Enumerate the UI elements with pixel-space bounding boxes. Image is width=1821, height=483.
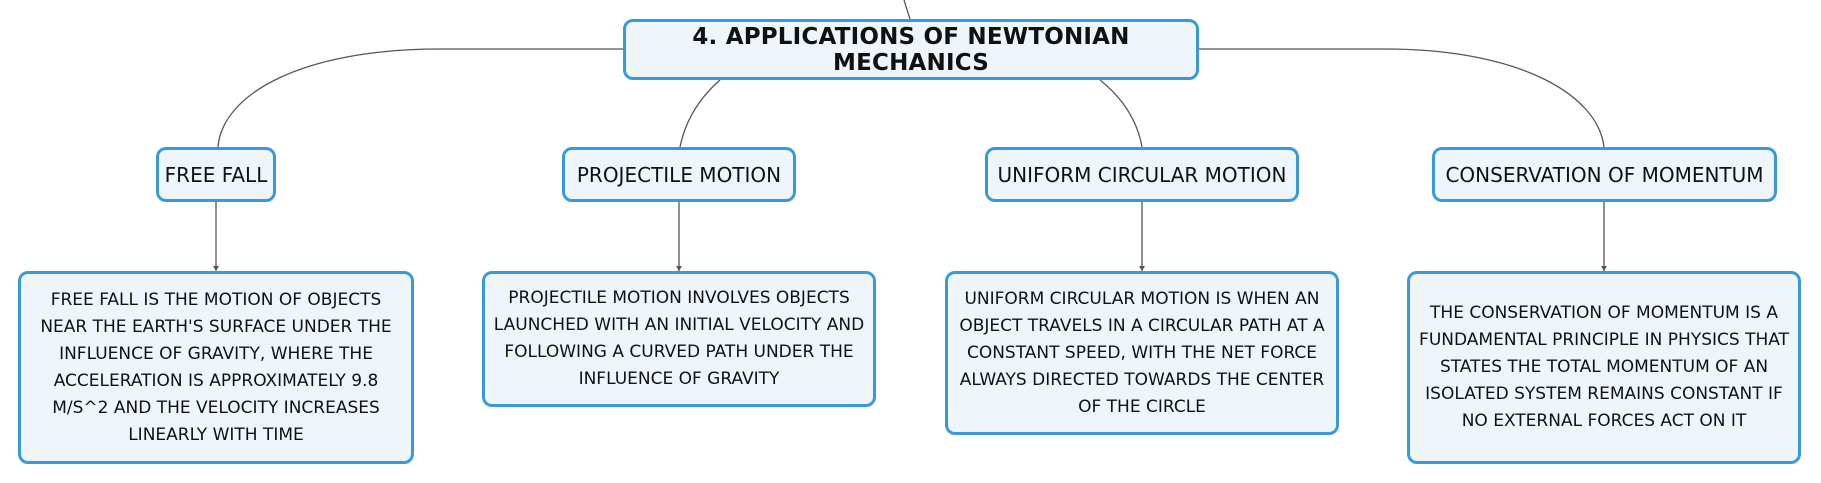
detail-node-free-fall[interactable]: FREE FALL IS THE MOTION OF OBJECTS NEAR … (18, 271, 414, 464)
detail-node-text: UNIFORM CIRCULAR MOTION IS WHEN AN OBJEC… (959, 288, 1325, 417)
connector-root-momentum (1199, 48, 1605, 148)
detail-node-text: PROJECTILE MOTION INVOLVES OBJECTS LAUNC… (493, 288, 865, 389)
topic-node-free-fall[interactable]: FREE FALL (156, 147, 276, 202)
detail-node-text: THE CONSERVATION OF MOMENTUM IS A FUNDAM… (1419, 303, 1789, 431)
detail-node-conservation-of-momentum[interactable]: THE CONSERVATION OF MOMENTUM IS A FUNDAM… (1407, 271, 1801, 464)
connector-root-projectile (679, 79, 721, 148)
root-node-label: 4. APPLICATIONS OF NEWTONIAN MECHANICS (692, 23, 1130, 76)
arrowhead-free-fall-detail (213, 266, 219, 271)
arrowhead-circular-detail (1139, 266, 1145, 271)
root-node[interactable]: 4. APPLICATIONS OF NEWTONIAN MECHANICS (623, 19, 1199, 80)
connector-root-circular (1099, 79, 1143, 148)
topic-node-label: UNIFORM CIRCULAR MOTION (997, 162, 1287, 187)
topic-node-conservation-of-momentum[interactable]: CONSERVATION OF MOMENTUM (1432, 147, 1777, 202)
detail-node-projectile-motion[interactable]: PROJECTILE MOTION INVOLVES OBJECTS LAUNC… (482, 271, 876, 407)
arrowhead-projectile-detail (676, 266, 682, 271)
connector-parent-to-root (903, 0, 911, 20)
topic-node-label: FREE FALL (164, 162, 268, 187)
arrowhead-momentum-detail (1601, 266, 1607, 271)
topic-node-uniform-circular-motion[interactable]: UNIFORM CIRCULAR MOTION (985, 147, 1299, 202)
topic-node-label: PROJECTILE MOTION (576, 162, 782, 187)
connector-root-free-fall (217, 48, 623, 148)
topic-node-projectile-motion[interactable]: PROJECTILE MOTION (562, 147, 796, 202)
detail-node-text: FREE FALL IS THE MOTION OF OBJECTS NEAR … (40, 289, 392, 445)
topic-node-label: CONSERVATION OF MOMENTUM (1445, 162, 1764, 187)
detail-node-uniform-circular-motion[interactable]: UNIFORM CIRCULAR MOTION IS WHEN AN OBJEC… (945, 271, 1339, 435)
